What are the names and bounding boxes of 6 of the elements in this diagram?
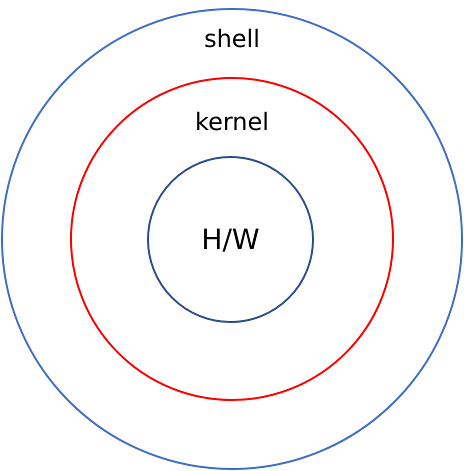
- layer-label: shell: [204, 24, 260, 54]
- layer-label: kernel: [195, 107, 269, 137]
- layer-label: H/W: [201, 222, 260, 257]
- layer-ring: [1, 8, 463, 470]
- layer-ring: [147, 156, 314, 323]
- layer-ring: [70, 77, 394, 401]
